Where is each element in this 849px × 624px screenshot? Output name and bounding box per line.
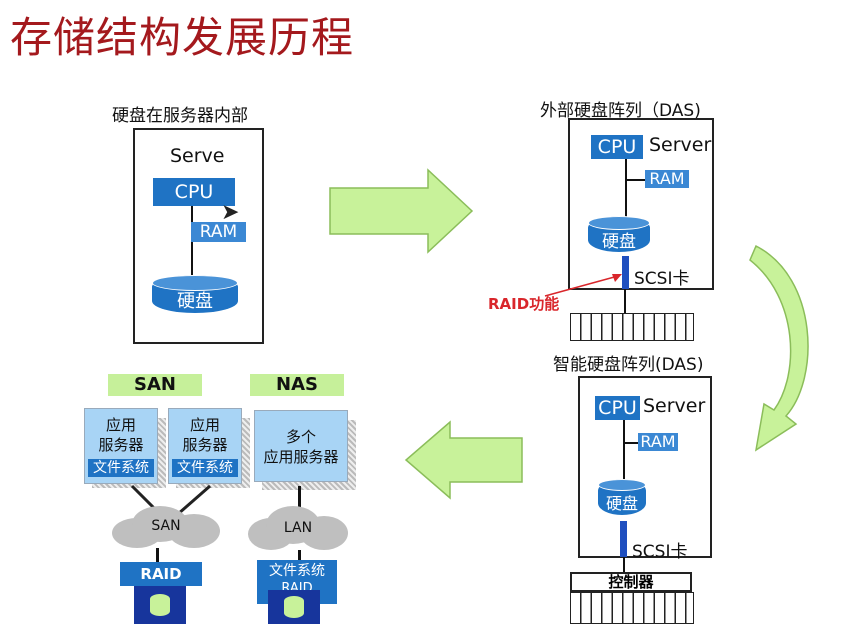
smart-das-cable [623,557,625,573]
smart-das-disk-array [570,592,694,624]
smart-das-ram: RAM [638,433,678,451]
internal-disk: 硬盘 [152,275,238,313]
nas-server-line1: 多个 [285,428,316,446]
das-bus-line [625,159,627,217]
nas-fs-label: 文件系统 [269,563,325,579]
nas-fs-link [298,550,301,560]
smart-das-ram-connector [623,442,641,444]
san-server1-line1: 应用 [105,416,136,434]
page-title: 存储结构发展历程 [10,13,355,62]
san-server2-fs: 文件系统 [172,459,238,477]
controller-box: 控制器 [570,572,692,592]
smart-das-disk-label: 硬盘 [605,494,638,513]
das-scsi-card [622,256,629,289]
smart-das-scsi-label: SCSI卡 [632,542,688,562]
das-cpu: CPU [591,135,643,159]
raid-pointer-arrow [544,274,622,297]
internal-server-label: Serve [170,145,225,167]
san-server1-line2: 服务器 [98,436,144,454]
san-server1: 应用 服务器 文件系统 [84,408,158,484]
san-tag: SAN [108,374,202,396]
das-ram-connector [625,179,645,181]
arrow-left-icon [404,420,523,500]
das-scsi-label: SCSI卡 [634,269,690,289]
smart-das-server-label: Server [643,395,706,417]
internal-cpu: CPU [153,178,235,206]
nas-disk-icon [284,596,304,618]
raid-function-note: RAID功能 [488,295,560,313]
smart-das-caption: 智能硬盘阵列(DAS) [553,355,704,375]
internal-ram: RAM [191,222,246,242]
das-caption: 外部硬盘阵列（DAS) [540,101,701,121]
lan-cloud: LAN [248,506,348,552]
lan-cloud-label: LAN [283,520,313,536]
mouse-cursor-icon: ➤ [221,200,240,225]
san-raid: RAID [120,562,202,586]
nas-storage-unit [268,590,320,624]
smart-das-bus-line [623,420,625,482]
curved-arrow-down-icon [749,244,809,452]
san-raid-link [156,548,159,562]
das-ram: RAM [645,170,689,188]
nas-servers: 多个 应用服务器 [254,410,348,482]
internal-disk-label: 硬盘 [177,291,213,312]
nas-tag: NAS [250,374,344,396]
san-cloud-label: SAN [151,518,181,534]
smart-das-cpu: CPU [595,396,640,420]
internal-bus-line [191,206,193,280]
arrow-right-icon [329,168,474,254]
das-server-label: Server [649,134,712,156]
nas-server-line2: 应用服务器 [263,448,339,466]
san-server2-line2: 服务器 [182,436,228,454]
das-disk-array [570,313,694,341]
san-server2: 应用 服务器 文件系统 [168,408,242,484]
internal-caption: 硬盘在服务器内部 [112,106,248,126]
smart-das-scsi-card [620,521,627,557]
san-server1-fs: 文件系统 [88,459,154,477]
san-server2-line1: 应用 [189,416,220,434]
das-disk: 硬盘 [588,216,650,252]
smart-das-disk: 硬盘 [598,479,646,515]
nas-link [298,486,301,508]
san-disk-icon [150,594,170,616]
das-disk-label: 硬盘 [602,232,636,252]
das-cable [624,289,626,313]
san-storage-unit [134,586,186,624]
san-cloud: SAN [112,506,220,550]
smart-das-server-box [578,376,712,558]
